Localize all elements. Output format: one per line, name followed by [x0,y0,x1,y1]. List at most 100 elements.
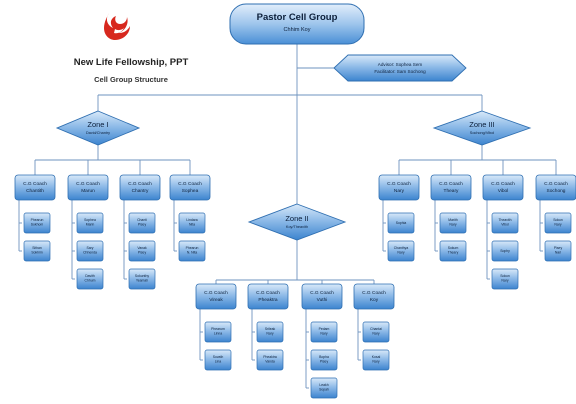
coach-node [195,283,237,310]
advisor-line2: Facilitator: Sam Sochong [374,69,426,74]
coach-node [430,174,472,201]
leader-node [128,268,156,290]
leader-node [387,240,415,262]
zone-node [55,110,141,146]
leader-node [178,212,206,234]
leader-node [491,268,519,290]
root-node [229,3,365,45]
coach-name: Vuthi [317,297,328,303]
leader-node [23,212,51,234]
zone-title: Zone I [87,120,108,129]
coach-node [14,174,56,201]
leader-node [310,349,338,371]
leader-node [256,349,284,371]
coach-name: Sophea [182,188,199,194]
leader-node [204,349,232,371]
coach-name: Koy [370,297,379,303]
leader-node [491,212,519,234]
leader-node [491,240,519,262]
leader-name: Sophy [500,249,510,253]
coach-title: C.G Coach [310,290,334,296]
coach-name: Vireak [209,297,223,303]
coach-title: C.G Coach [178,181,202,187]
coach-node [535,174,576,201]
zone-node [247,203,347,241]
leader-node [544,240,572,262]
org-name: New Life Fellowship, PPT [73,57,189,68]
leader-name: Sophia [396,221,407,225]
leader-node [310,377,338,399]
coach-name: Pheaktra [258,297,278,303]
coach-title: C.G Coach [128,181,152,187]
leader-node [76,240,104,262]
root-title: Pastor Cell Group [257,12,338,23]
advisor-line1: Advisor: Sophea Sem [378,62,423,67]
coach-title: C.G Coach [256,290,280,296]
coach-title: C.G Coach [439,181,463,187]
chart-subtitle: Cell Group Structure [94,75,168,84]
dove-flame-logo-icon [104,13,130,40]
zone-subtitle: David/Chantry [86,131,110,135]
leader-node [362,321,390,343]
leader-node [256,321,284,343]
coach-title: C.G Coach [362,290,386,296]
leader-node [23,240,51,262]
coach-node [119,174,161,201]
leader-node [204,321,232,343]
coach-node [378,174,420,201]
coach-title: C.G Coach [204,290,228,296]
leader-node [544,212,572,234]
coach-node [353,283,395,310]
leader-node [439,240,467,262]
coach-name: Marun [81,188,95,194]
leader-node [362,349,390,371]
root-subtitle: Chhim Koy [284,27,311,33]
leader-node [178,240,206,262]
coach-node [301,283,343,310]
coach-title: C.G Coach [23,181,47,187]
coach-node [247,283,289,310]
coach-title: C.G Coach [387,181,411,187]
leader-node [310,321,338,343]
coach-name: Chantry [132,188,149,194]
leader-node [128,212,156,234]
zone-title: Zone II [285,214,308,223]
coach-name: Theary [444,188,460,194]
advisor-node [333,54,467,82]
coach-name: Vibol [498,188,509,194]
zone-title: Zone III [469,120,494,129]
coach-node [67,174,109,201]
leader-node [76,268,104,290]
leader-node [76,212,104,234]
zone-node [432,110,532,146]
coach-name: Chantith [26,188,44,194]
coach-title: C.G Coach [544,181,568,187]
coach-title: C.G Coach [491,181,515,187]
coach-name: Sochong [547,188,566,194]
